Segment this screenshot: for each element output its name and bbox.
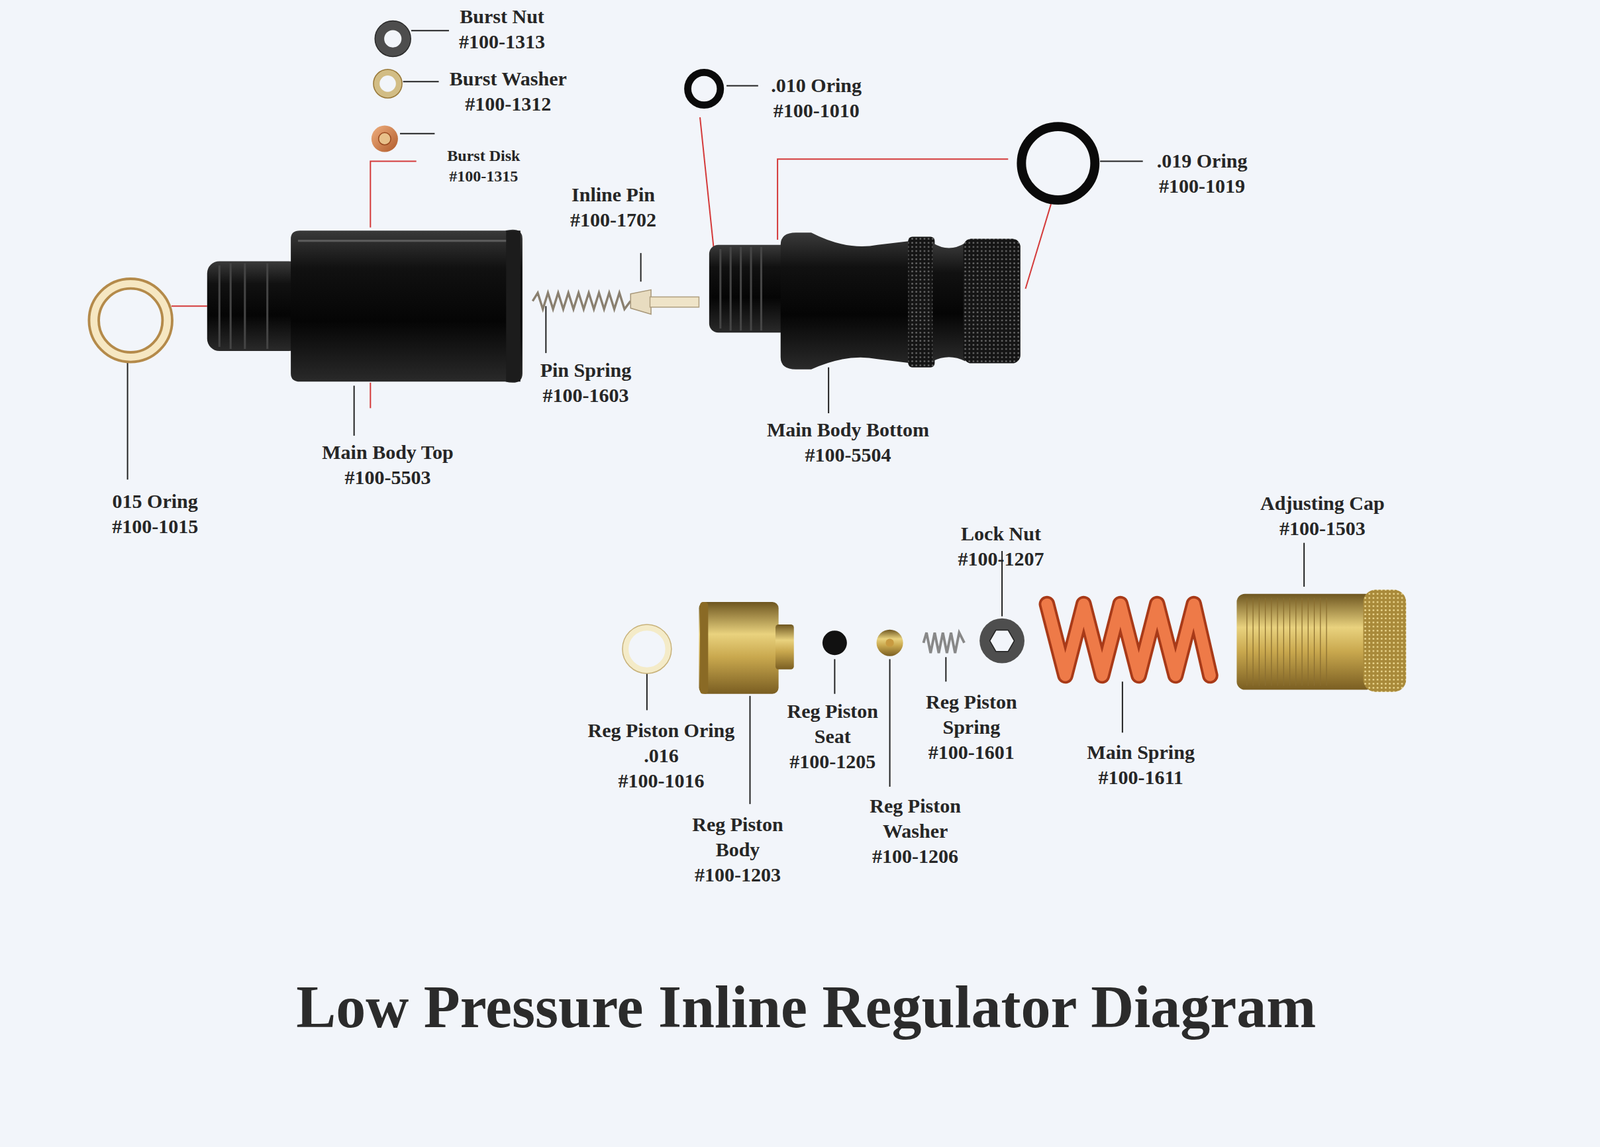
main-body-top xyxy=(207,229,523,383)
main-spring xyxy=(1047,603,1211,676)
part-label: Burst Washer #100-1312 xyxy=(449,66,567,117)
part-label: Main Body Top #100-5503 xyxy=(321,439,453,491)
part-label: Lock Nut #100-1207 xyxy=(958,521,1045,572)
inline-pin xyxy=(630,290,699,315)
part-label: .010 Oring #100-1010 xyxy=(770,72,862,124)
part-label: Reg Piston Body #100-1203 xyxy=(692,811,784,888)
reg-piston-washer xyxy=(876,629,904,657)
part-label: Main Spring #100-1611 xyxy=(1086,739,1195,791)
oring-010 xyxy=(687,72,720,105)
adjusting-cap xyxy=(1236,590,1406,693)
oring-019 xyxy=(1021,126,1095,200)
reg-piston-spring xyxy=(923,632,965,653)
part-label: 015 Oring #100-1015 xyxy=(111,488,199,540)
oring-015 xyxy=(94,283,168,357)
burst-disk xyxy=(371,125,399,153)
part-label: Burst Nut #100-1313 xyxy=(458,3,546,55)
part-label: Inline Pin #100-1702 xyxy=(570,182,657,233)
diagram-title: Low Pressure Inline Regulator Diagram xyxy=(296,972,1316,1042)
part-label: Adjusting Cap #100-1503 xyxy=(1260,490,1385,542)
part-label: .019 Oring #100-1019 xyxy=(1156,148,1248,199)
reg-piston-seat xyxy=(822,630,848,655)
part-label: Reg Piston Washer #100-1206 xyxy=(869,793,961,869)
assembly-lines xyxy=(171,117,1051,408)
main-body-bottom xyxy=(709,232,1021,369)
lock-nut xyxy=(979,618,1025,664)
part-label: Pin Spring #100-1603 xyxy=(540,357,632,408)
reg-piston-body xyxy=(698,601,794,695)
burst-washer xyxy=(373,69,402,99)
part-label: Reg Piston Seat #100-1205 xyxy=(787,698,879,775)
leader-lines xyxy=(127,30,1305,804)
part-label: Main Body Bottom #100-5504 xyxy=(766,417,930,468)
pin-spring xyxy=(532,292,631,310)
part-label: Burst Disk #100-1315 xyxy=(447,145,520,187)
part-label: Reg Piston Oring .016 #100-1016 xyxy=(588,717,736,794)
part-label: Reg Piston Spring #100-1601 xyxy=(925,689,1018,765)
burst-nut xyxy=(374,21,411,57)
reg-piston-oring xyxy=(622,624,672,674)
